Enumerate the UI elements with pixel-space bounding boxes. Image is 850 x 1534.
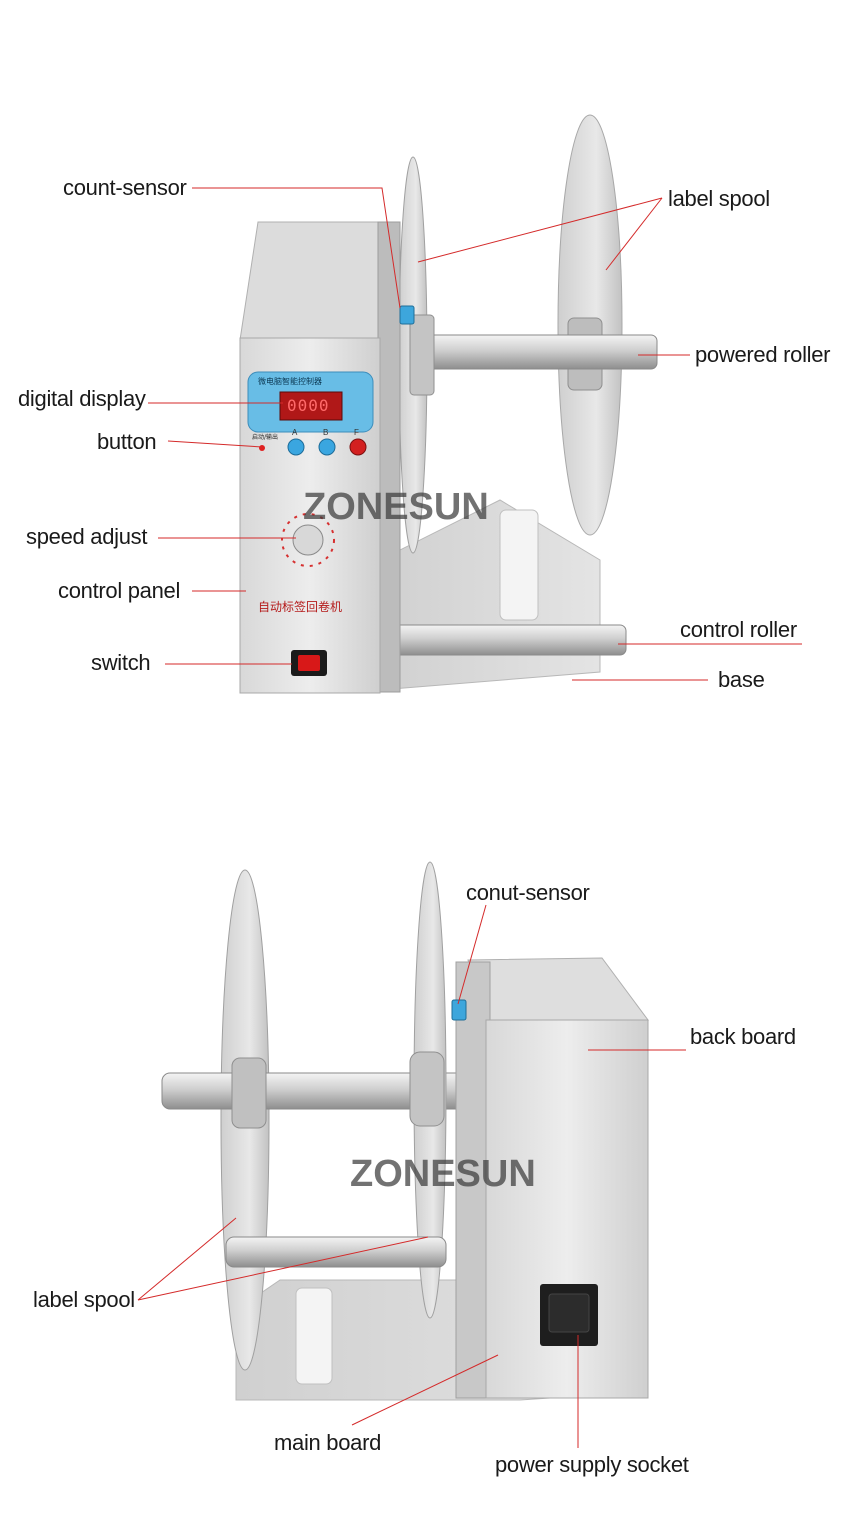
label-button: button	[97, 429, 157, 454]
label-count-sensor: count-sensor	[63, 175, 187, 200]
back-right-spool-hub	[409, 1051, 445, 1127]
line-back-label-spool-2	[137, 1236, 429, 1301]
front-base-slot	[499, 509, 539, 621]
back-power-socket-inner	[548, 1293, 590, 1333]
front-view-illustration	[148, 114, 802, 694]
front-leader-lines	[148, 187, 802, 681]
line-back-count-sensor	[457, 904, 487, 1005]
label-powered-roller: powered roller	[695, 342, 831, 367]
front-button-b	[318, 438, 336, 456]
back-control-roller	[225, 1236, 447, 1268]
status-text: 启动/输出	[252, 434, 279, 441]
label-label-spool-back: label spool	[33, 1287, 135, 1312]
label-back-board: back board	[690, 1024, 796, 1049]
front-switch-rocker	[298, 655, 320, 671]
back-housing-top	[467, 957, 649, 1021]
line-back-label-spool-1	[137, 1217, 237, 1301]
label-label-spool-front: label spool	[668, 186, 770, 211]
front-button-a	[287, 438, 305, 456]
back-housing-side	[455, 961, 491, 1399]
line-main-board	[351, 1354, 499, 1426]
line-button	[167, 440, 263, 448]
line-count-sensor	[192, 187, 401, 309]
display-chinese-title: 微电脑智能控制器	[258, 377, 322, 386]
panel-chinese-title: 自动标签回卷机	[258, 600, 343, 614]
label-digital-display: digital display	[18, 386, 146, 411]
line-label-spool-2	[605, 197, 663, 271]
watermark-bottom: ZONESUN	[350, 1153, 536, 1195]
display-value: 0000	[287, 396, 330, 415]
label-control-roller: control roller	[680, 617, 797, 642]
front-front-spool-hub	[409, 314, 435, 396]
label-conut-sensor: conut-sensor	[466, 880, 590, 905]
label-base: base	[718, 667, 765, 692]
front-display-screen	[279, 391, 343, 421]
label-main-board: main board	[274, 1430, 382, 1455]
label-speed-adjust: speed adjust	[26, 524, 148, 549]
watermark-top: ZONESUN	[303, 486, 489, 528]
button-b-label: B	[323, 428, 329, 437]
label-power-supply-socket: power supply socket	[495, 1452, 689, 1477]
front-button-f	[349, 438, 367, 456]
label-switch: switch	[91, 650, 151, 675]
back-left-spool-hub	[231, 1057, 267, 1129]
back-base-slot	[295, 1287, 333, 1385]
button-a-label: A	[292, 428, 298, 437]
line-label-spool-1	[417, 197, 663, 263]
front-speed-knob-dial	[281, 513, 335, 567]
front-speed-knob	[292, 524, 324, 556]
front-count-sensor	[399, 305, 415, 325]
label-control-panel: control panel	[58, 578, 181, 603]
back-count-sensor	[451, 999, 467, 1021]
button-f-label: F	[354, 428, 359, 437]
back-leader-lines	[137, 904, 686, 1448]
